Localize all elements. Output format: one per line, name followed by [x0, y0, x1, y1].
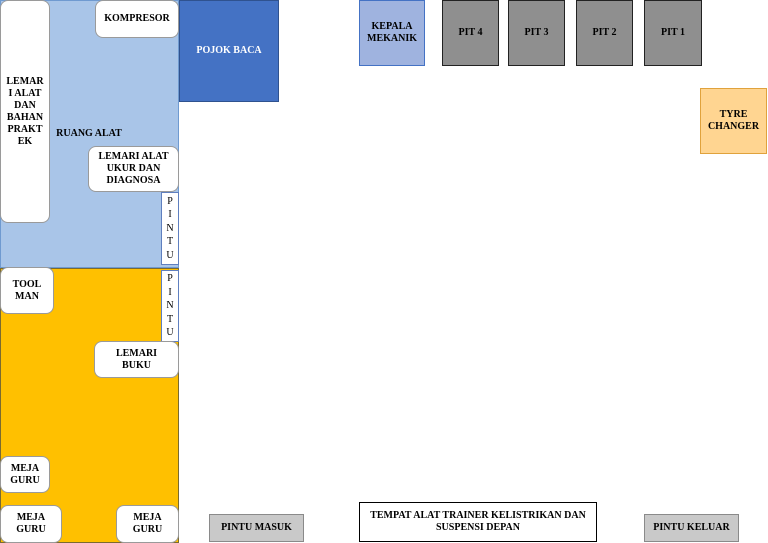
- meja-guru-2: MEJA GURU: [0, 505, 62, 543]
- tempat-alat-trainer: TEMPAT ALAT TRAINER KELISTRIKAN DAN SUSP…: [359, 502, 597, 542]
- pintu-ruang-alat: P I N T U: [161, 192, 179, 265]
- kepala-mekanik: KEPALA MEKANIK: [359, 0, 425, 66]
- ruang-alat-label: RUANG ALAT: [56, 128, 122, 139]
- pintu-masuk: PINTU MASUK: [209, 514, 304, 542]
- pintu-ruang-guru: P I N T U: [161, 270, 179, 342]
- lemari-buku: LEMARI BUKU: [94, 341, 179, 378]
- pojok-baca: POJOK BACA: [179, 0, 279, 102]
- lemari-alat-ukur-diagnosa: LEMARI ALAT UKUR DAN DIAGNOSA: [88, 146, 179, 192]
- pintu-keluar: PINTU KELUAR: [644, 514, 739, 542]
- pit-2: PIT 2: [576, 0, 633, 66]
- pit-1: PIT 1: [644, 0, 702, 66]
- pit-4: PIT 4: [442, 0, 499, 66]
- kompresor: KOMPRESOR: [95, 0, 179, 38]
- meja-guru-3: MEJA GURU: [116, 505, 179, 543]
- tyre-changer: TYRE CHANGER: [700, 88, 767, 154]
- lemari-alat-bahan-praktek: LEMAR I ALAT DAN BAHAN PRAKT EK: [0, 0, 50, 223]
- pit-3: PIT 3: [508, 0, 565, 66]
- tool-man: TOOL MAN: [0, 267, 54, 314]
- meja-guru-1: MEJA GURU: [0, 456, 50, 493]
